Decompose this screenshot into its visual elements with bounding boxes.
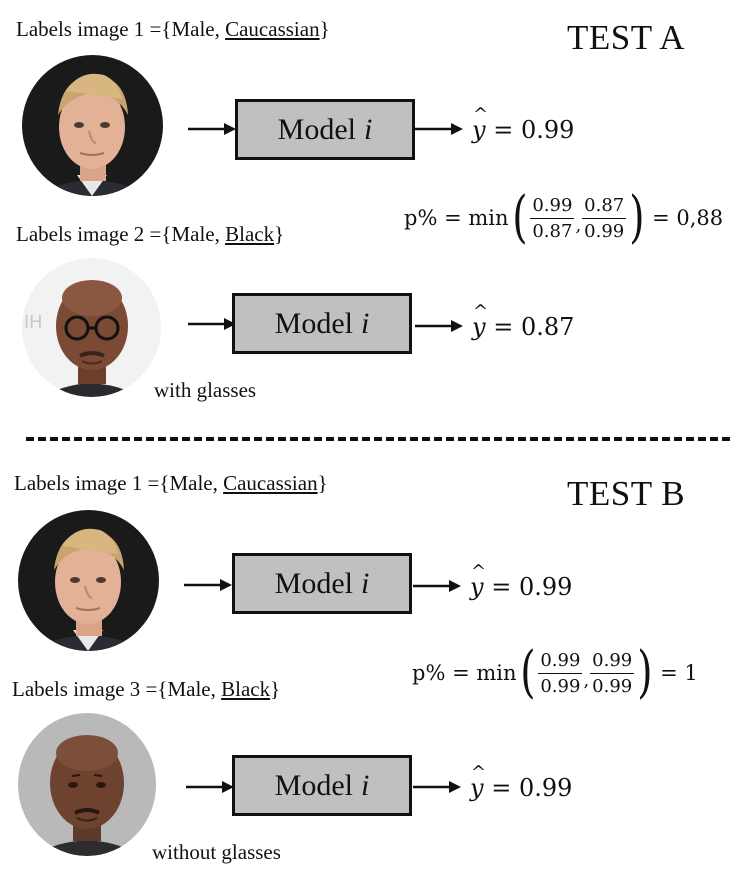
caption-with-glasses: with glasses	[154, 378, 257, 402]
test-b-title: TEST B	[567, 474, 686, 513]
test-b-label-image-3: Labels image 3 ={Male, Black}	[12, 677, 281, 701]
test-a-label-image-2: Labels image 2 ={Male, Black}	[16, 222, 285, 246]
prediction-output: y = 0.99	[472, 104, 574, 144]
svg-text:lH: lH	[24, 312, 43, 333]
arrow-right-icon	[186, 781, 234, 793]
arrow-right-icon	[415, 123, 463, 135]
arrow-right-icon	[188, 318, 236, 330]
prediction-output: y = 0.99	[470, 762, 572, 802]
arrow-right-icon	[415, 320, 463, 332]
test-a-label-image-1: Labels image 1 ={Male, Caucassian}	[16, 17, 330, 41]
arrow-right-icon	[184, 579, 232, 591]
face-image-3-without-glasses	[18, 713, 156, 856]
face-image-2-with-glasses: lH	[22, 258, 161, 397]
face-image-1-test-a	[22, 55, 163, 196]
arrow-right-icon	[413, 781, 461, 793]
arrow-right-icon	[188, 123, 236, 135]
face-image-1-test-b	[18, 510, 159, 651]
test-a-title: TEST A	[567, 18, 686, 57]
prediction-output: y = 0.87	[472, 301, 574, 341]
section-divider	[26, 437, 730, 441]
caption-without-glasses: without glasses	[152, 840, 281, 864]
prediction-output: y = 0.99	[470, 561, 572, 601]
arrow-right-icon	[413, 580, 461, 592]
test-b-label-image-1: Labels image 1 ={Male, Caucassian}	[14, 471, 328, 495]
